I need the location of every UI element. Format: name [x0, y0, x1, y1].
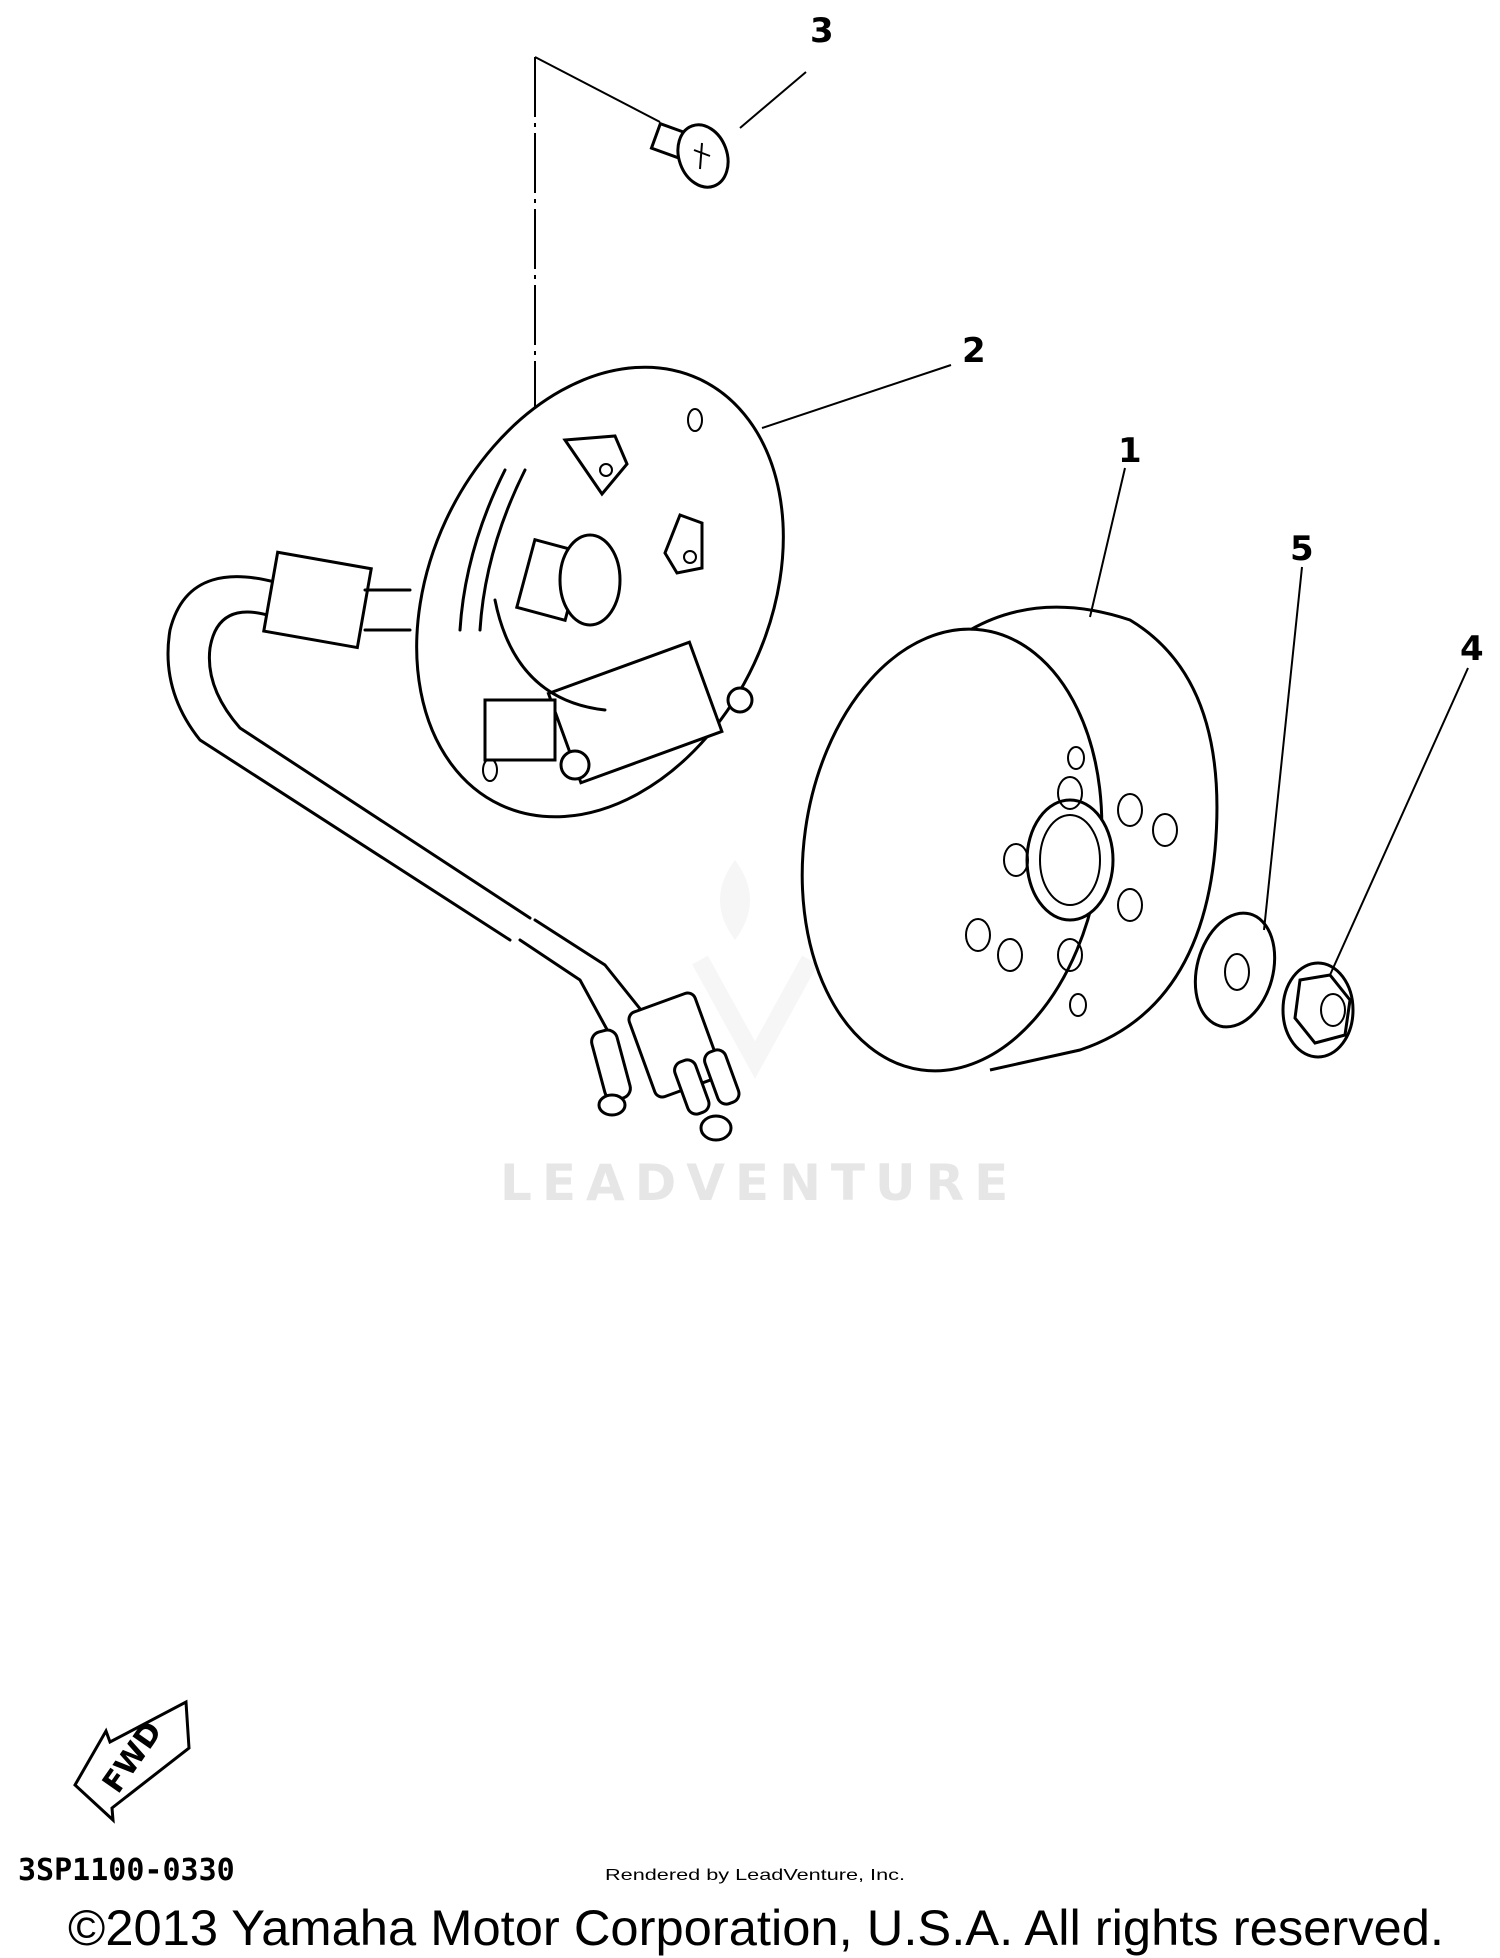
washer-part-5 — [1193, 911, 1277, 1029]
leader-lines — [739, 71, 1469, 976]
stator-plate-part-2 — [415, 365, 785, 819]
callout-5: 5 — [1290, 529, 1314, 569]
watermark-text: LEADVENTURE — [500, 1154, 1018, 1212]
wire-harness — [166, 550, 741, 1142]
callout-4: 4 — [1460, 629, 1484, 669]
copyright-notice: ©2013 Yamaha Motor Corporation, U.S.A. A… — [68, 1900, 1444, 1956]
rendered-by-credit: Rendered by LeadVenture, Inc. — [605, 1867, 905, 1884]
forward-arrow-icon: FWD — [73, 1699, 191, 1824]
flywheel-rotor-part-1 — [800, 605, 1219, 1073]
callout-2: 2 — [962, 331, 986, 371]
diagram-code: 3SP1100-0330 — [18, 1853, 235, 1888]
nut-part-4 — [1281, 961, 1355, 1059]
screw-part-3 — [649, 121, 730, 189]
callout-1: 1 — [1118, 431, 1142, 471]
watermark-logo — [692, 860, 818, 1079]
callout-3: 3 — [810, 11, 834, 51]
